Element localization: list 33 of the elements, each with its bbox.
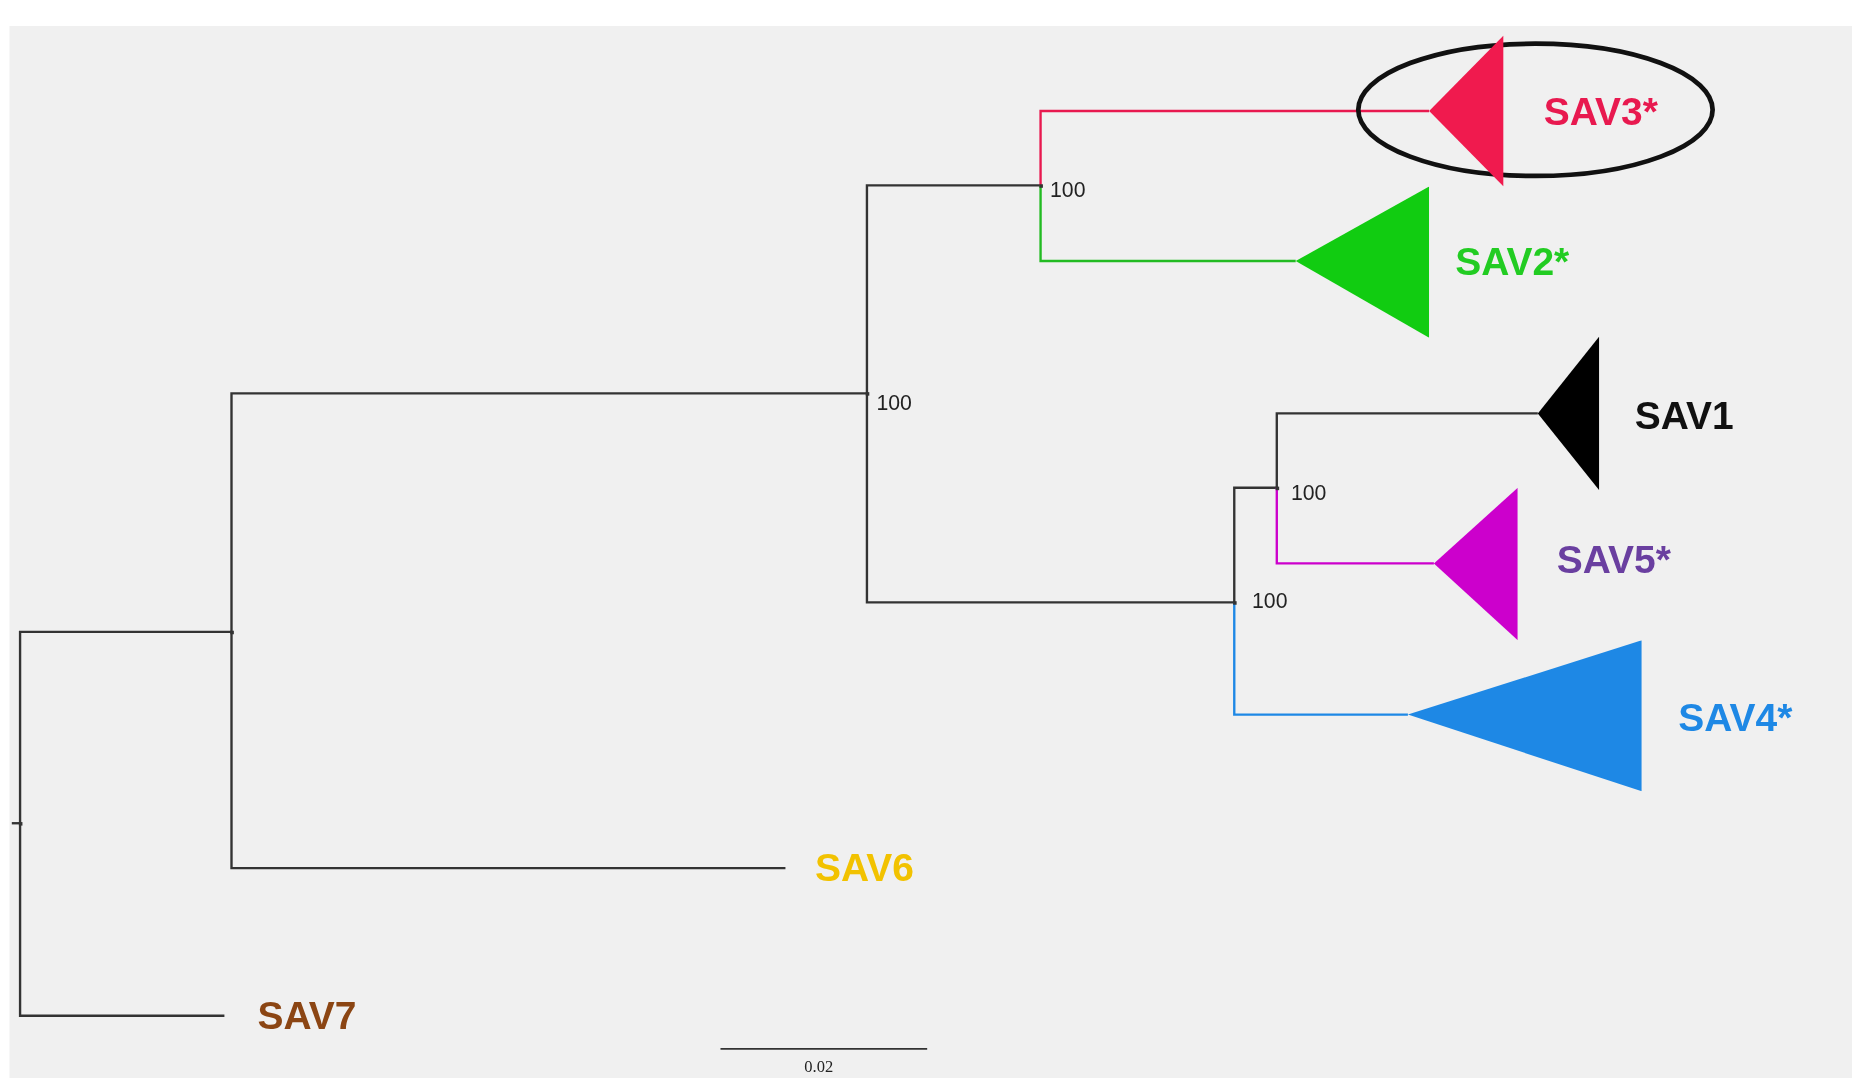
collapsed-clade-triangle <box>1407 640 1642 792</box>
branch-node <box>1038 183 1043 188</box>
tree-branch <box>18 823 225 1017</box>
clade-label: SAV5* <box>1556 537 1671 583</box>
tree-branch <box>1275 412 1538 488</box>
branch-node <box>229 630 234 634</box>
taxon-label: SAV6 <box>814 845 914 891</box>
branch-node <box>18 821 22 825</box>
tree-branch <box>1039 109 1430 186</box>
clade-label: SAV2* <box>1455 239 1570 285</box>
collapsed-clade-triangle <box>1429 35 1504 187</box>
bootstrap-value: 100 <box>1252 589 1288 613</box>
collapsed-clade-triangle <box>1295 186 1430 338</box>
taxon-label: SAV7 <box>257 993 357 1039</box>
branch-node <box>865 391 869 396</box>
tree-branch <box>18 630 232 824</box>
bootstrap-value: 100 <box>1290 480 1327 505</box>
bootstrap-value: 100 <box>1050 178 1086 202</box>
tree-branch <box>230 392 867 632</box>
collapsed-clade-triangle <box>1537 336 1600 491</box>
scale-bar-label: 0.02 <box>804 1058 834 1078</box>
clade-label: SAV3* <box>1543 89 1658 135</box>
tree-branch <box>1039 185 1296 263</box>
branch-node <box>1232 600 1237 605</box>
clade-label: SAV1 <box>1634 393 1734 439</box>
collapsed-clade-triangle <box>1433 487 1518 641</box>
tree-branch <box>1233 602 1408 716</box>
bootstrap-value: 100 <box>876 390 912 415</box>
branch-node <box>1275 486 1279 490</box>
tree-branch <box>865 393 1235 604</box>
tree-branch <box>1233 486 1277 603</box>
clade-label: SAV4* <box>1678 695 1793 741</box>
tree-branch <box>865 184 1041 394</box>
